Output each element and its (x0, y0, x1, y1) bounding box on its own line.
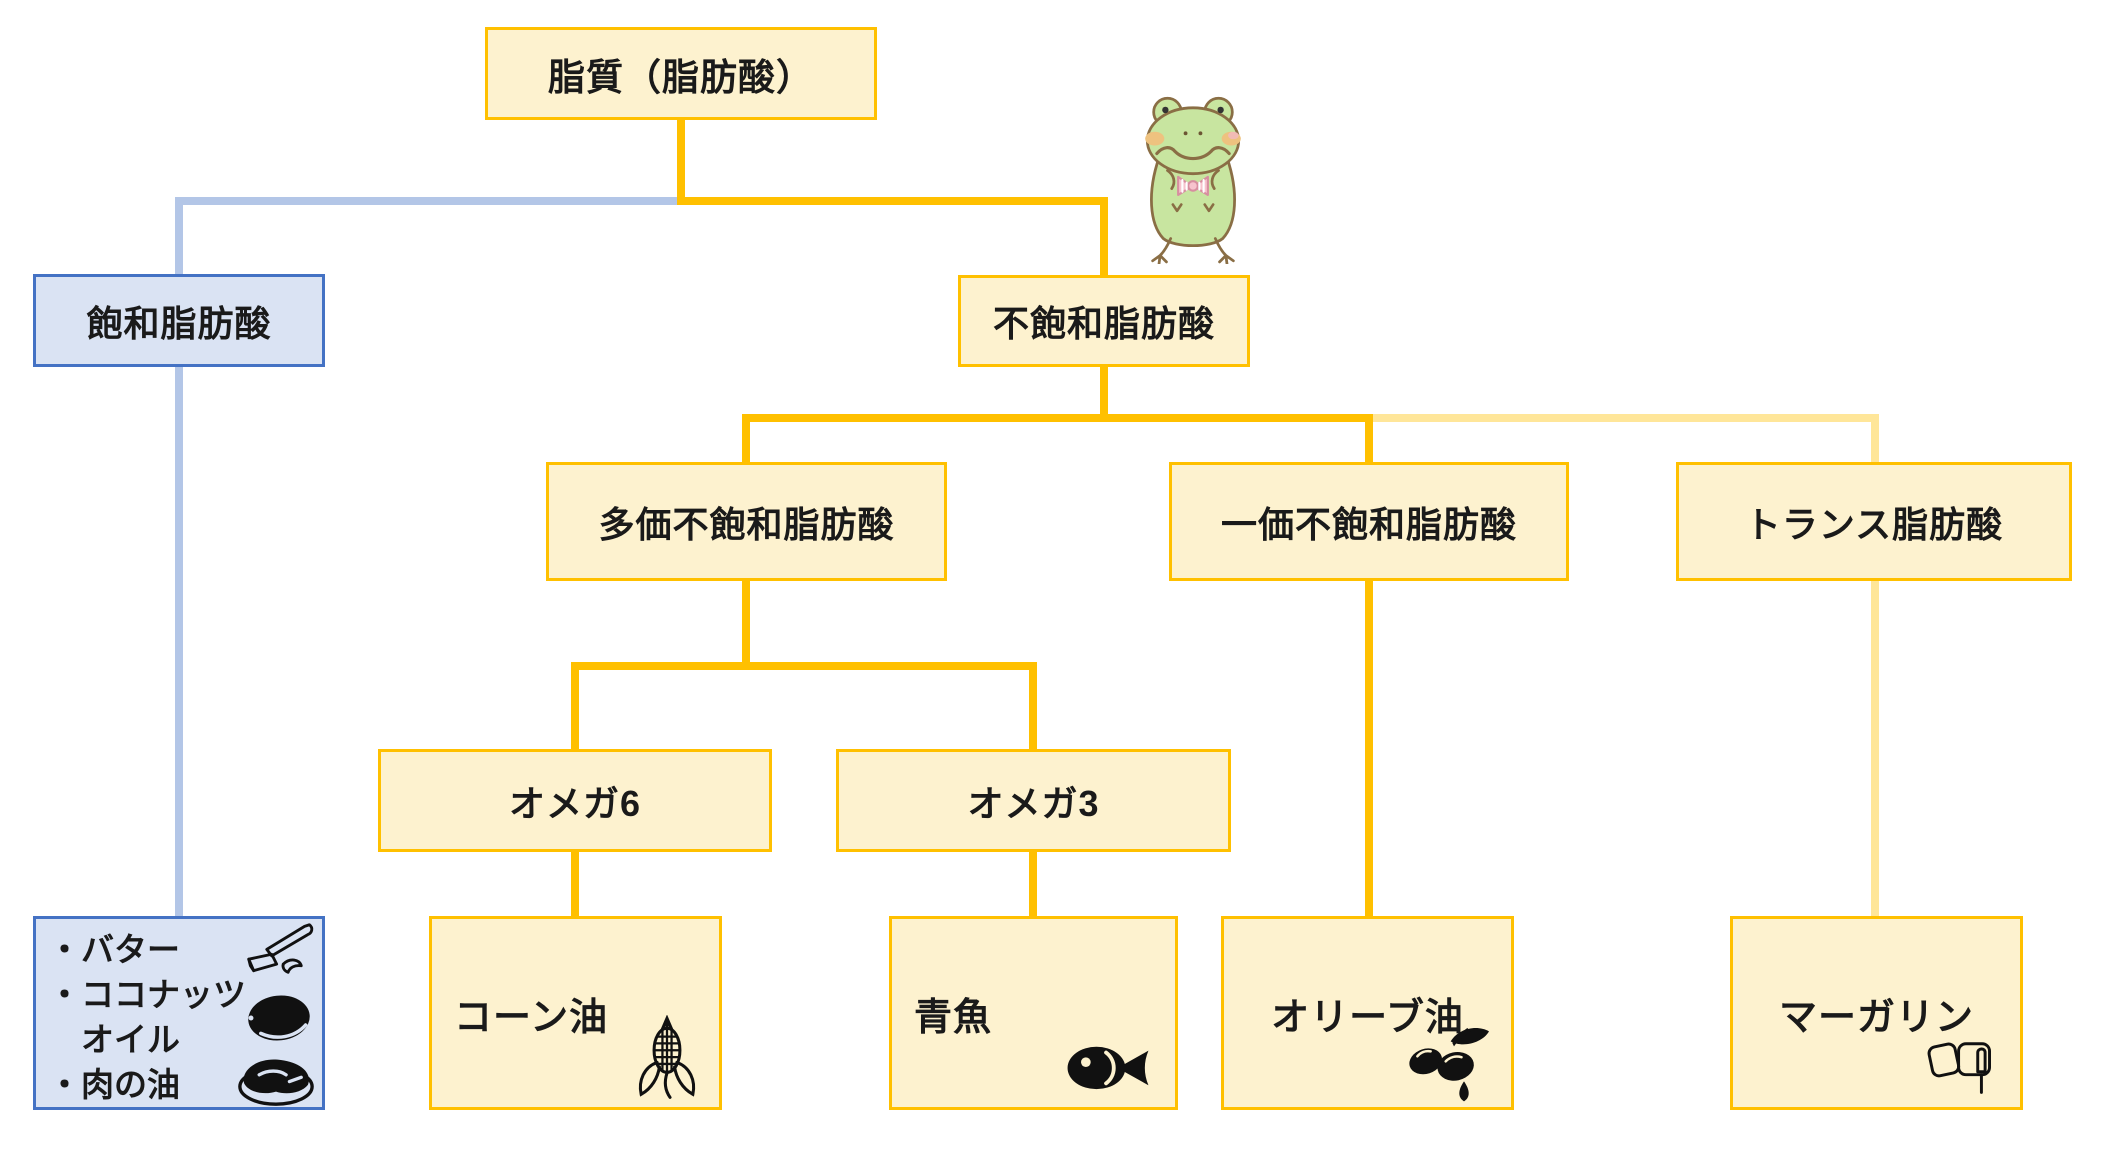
node-root-label: 脂質（脂肪酸） (548, 56, 814, 98)
connector-branch1-left (175, 197, 681, 205)
example-butter: ・バター (48, 931, 180, 968)
connector-branch3 (571, 662, 1037, 670)
example-coconut-2: オイル (48, 1021, 180, 1058)
example-coconut-1: ・ココナッツ (48, 976, 246, 1013)
node-saturated: 飽和脂肪酸 (33, 274, 325, 367)
connector-saturated-top (175, 197, 183, 277)
node-saturated-label: 飽和脂肪酸 (86, 302, 272, 344)
connector-branch2-light (1369, 414, 1879, 422)
node-saturated-examples: ・バター ・ココナッツ オイル ・肉の油 (33, 916, 325, 1110)
node-omega6: オメガ6 (378, 749, 772, 852)
node-polyunsaturated-label: 多価不飽和脂肪酸 (598, 503, 895, 545)
node-omega6-label: オメガ6 (508, 782, 642, 824)
node-margarine: マーガリン (1730, 916, 2023, 1110)
connector-trans-down (1871, 580, 1879, 918)
meat-icon (238, 1059, 314, 1106)
connector-saturated-bottom (175, 366, 183, 916)
node-corn-oil-label: コーン油 (454, 996, 609, 1039)
butter-knife-icon (247, 923, 314, 974)
connector-root-down (677, 118, 685, 205)
node-unsaturated: 不飽和脂肪酸 (958, 275, 1250, 367)
node-olive-oil-label: オリーブ油 (1271, 996, 1464, 1039)
corn-icon (638, 1015, 696, 1099)
connector-omega6-top (571, 662, 579, 752)
node-blue-fish: 青魚 (889, 916, 1178, 1110)
node-trans: トランス脂肪酸 (1676, 462, 2072, 581)
connector-omega3-top (1029, 662, 1037, 752)
connector-mono-down (1365, 580, 1373, 918)
node-unsaturated-label: 不飽和脂肪酸 (992, 303, 1215, 344)
example-meat-oil: ・肉の油 (48, 1066, 180, 1103)
node-monounsaturated-label: 一価不飽和脂肪酸 (1220, 503, 1517, 545)
connector-branch2-orange (742, 414, 1373, 422)
node-blue-fish-label: 青魚 (914, 996, 993, 1039)
connector-mono-top (1365, 414, 1373, 464)
connector-trans-top (1871, 414, 1879, 464)
connector-poly-down (742, 580, 750, 670)
connector-unsaturated-bottom (1100, 366, 1108, 420)
coconut-icon (248, 995, 310, 1041)
connector-omega6-bottom (571, 851, 579, 918)
node-olive-oil: オリーブ油 (1221, 916, 1514, 1110)
connector-omega3-bottom (1029, 851, 1037, 918)
frog-mascot-icon (1145, 96, 1241, 264)
node-omega3: オメガ3 (836, 749, 1231, 852)
node-omega3-label: オメガ3 (967, 782, 1100, 824)
node-margarine-label: マーガリン (1778, 996, 1974, 1039)
fish-icon (1067, 1046, 1149, 1090)
node-corn-oil: コーン油 (429, 916, 722, 1110)
connector-branch1-right (677, 197, 1108, 205)
node-monounsaturated: 一価不飽和脂肪酸 (1169, 462, 1569, 581)
node-trans-label: トランス脂肪酸 (1744, 503, 2004, 545)
node-root: 脂質（脂肪酸） (485, 27, 877, 120)
connector-unsaturated-top (1100, 197, 1108, 278)
connector-poly-top (742, 414, 750, 464)
margarine-icon (1927, 1042, 1991, 1094)
node-polyunsaturated: 多価不飽和脂肪酸 (546, 462, 947, 581)
olive-icon (1409, 1028, 1489, 1102)
